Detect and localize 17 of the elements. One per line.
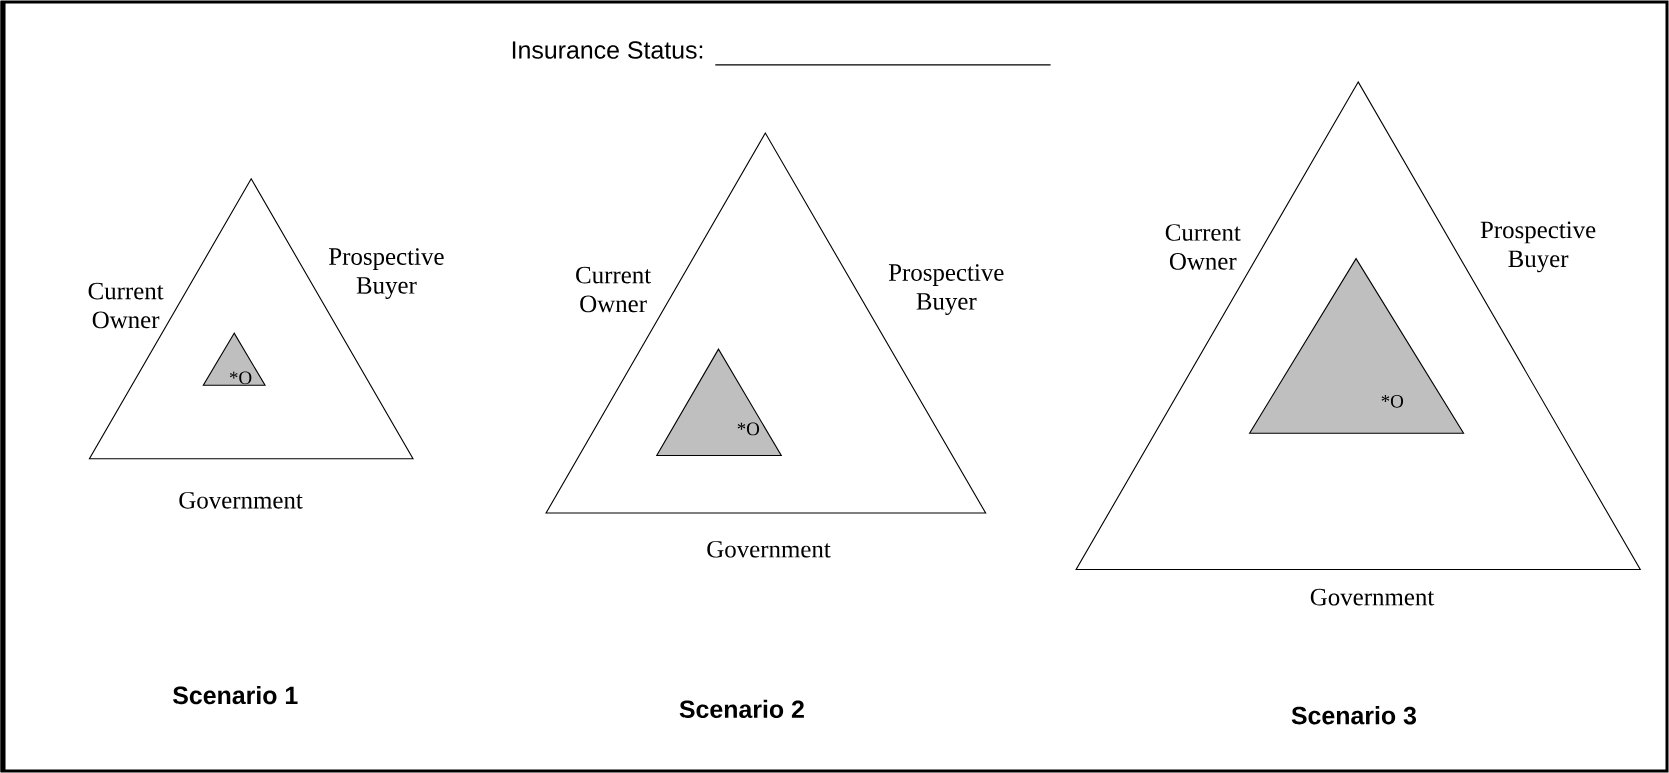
shaded-triangle xyxy=(202,332,266,386)
side-label: Prospective Buyer xyxy=(329,248,444,299)
scenario-label: Scenario 1 xyxy=(173,685,298,705)
side-label: Current Owner xyxy=(576,266,651,313)
side-label: Government xyxy=(179,491,303,509)
node-text: *O xyxy=(737,422,760,436)
scenario-label: Scenario 3 xyxy=(1291,706,1416,725)
node-text: *O xyxy=(1381,394,1404,408)
side-label: Prospective Buyer xyxy=(888,264,1004,315)
side-label: Government xyxy=(707,540,831,558)
side-label: Current Owner xyxy=(88,282,164,329)
side-label: Current Owner xyxy=(1165,224,1241,270)
node-text: *O xyxy=(229,371,252,385)
side-label: Prospective Buyer xyxy=(1480,221,1596,273)
scenario-label: Scenario 2 xyxy=(679,699,804,719)
title: Insurance Status: xyxy=(512,41,703,59)
side-label: Government xyxy=(1310,588,1435,606)
